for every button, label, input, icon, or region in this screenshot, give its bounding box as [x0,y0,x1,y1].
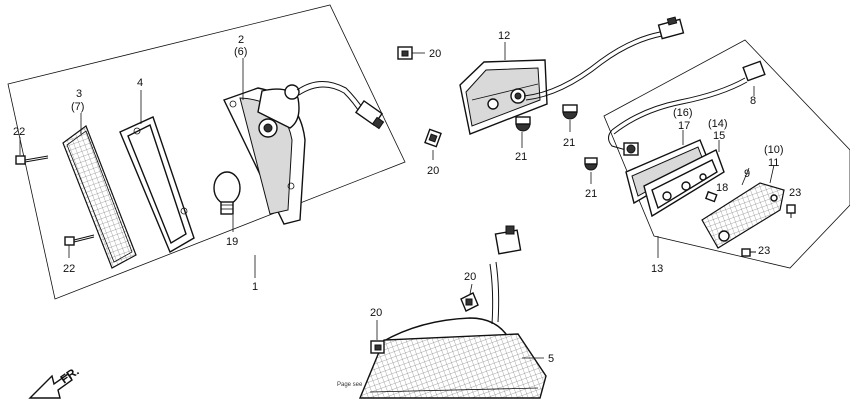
part-18-bolt[interactable] [704,190,718,203]
callout-18: 18 [716,182,728,194]
callout-1: 1 [252,281,258,293]
callout-20b: 20 [427,165,439,177]
callout-21c: 21 [585,188,597,200]
part-8-wire-harness[interactable] [608,60,766,156]
part-22-screw-lower[interactable] [64,234,95,246]
part-3-outer-lens[interactable] [62,125,137,269]
leader-lines-right [657,86,775,258]
callout-16: (16) [673,107,693,119]
part-21-grommet-b[interactable] [562,104,578,120]
callout-8: 8 [750,95,756,107]
callout-labels: 2 (6) 3 (7) 4 22 22 19 1 20 20 12 21 21 … [13,30,801,365]
callout-2: 2 [238,34,244,46]
callout-20c: 20 [464,271,476,283]
part-12-wire [523,16,685,101]
callout-22a: 22 [13,126,25,138]
callout-21a: 21 [515,151,527,163]
callout-14: (14) [708,118,728,130]
callout-20d: 20 [370,307,382,319]
callout-20a: 20 [429,48,441,60]
part-20-clip-top[interactable] [397,46,413,60]
part-5-wire [489,225,522,325]
part-12-lamp-assembly[interactable] [459,59,548,135]
callout-3: 3 [76,88,82,100]
callout-12: 12 [498,30,510,42]
callout-11: 11 [768,157,779,169]
part-21-grommet-c[interactable] [584,157,598,171]
part-20-clip-bottom-b[interactable] [370,340,385,354]
callout-21b: 21 [563,137,575,149]
callout-7: (7) [71,101,84,113]
part-11-side-marker-lens[interactable] [701,182,785,249]
callout-6: (6) [234,46,247,58]
part-23-screw-upper[interactable] [786,204,796,218]
assembly-13-outline [603,39,850,269]
callout-22b: 22 [63,263,75,275]
assembly-1-outline [7,4,406,300]
leader-lines-left [19,58,256,278]
callout-15: 15 [713,130,725,142]
part-15-housing[interactable] [643,149,725,218]
leader-lines-center [412,42,592,184]
callout-10: (10) [764,144,784,156]
part-4-gasket[interactable] [119,116,195,254]
callout-19: 19 [226,236,238,248]
part-19-bulb[interactable] [213,171,241,215]
callout-13: 13 [651,263,663,275]
part-2-wire-harness [296,81,385,130]
callout-23b: 23 [758,245,770,257]
part-20-clip-bottom-a[interactable] [460,292,479,312]
part-21-grommet-a[interactable] [515,116,531,132]
callout-17: 17 [678,120,690,132]
callout-9: 9 [744,168,750,180]
leader-lines-bottom [376,283,544,359]
callout-4: 4 [137,77,143,89]
part-23-screw-lower[interactable] [741,248,756,257]
footnote: Page see [337,382,363,388]
callout-23a: 23 [789,187,801,199]
part-22-screw-upper[interactable] [15,155,49,165]
front-direction-arrow: FR. [28,364,82,399]
part-20-clip-middle[interactable] [424,128,442,148]
callout-5: 5 [548,353,554,365]
part-2-housing[interactable] [223,84,306,225]
part-5-lens-assembly[interactable] [358,317,547,399]
